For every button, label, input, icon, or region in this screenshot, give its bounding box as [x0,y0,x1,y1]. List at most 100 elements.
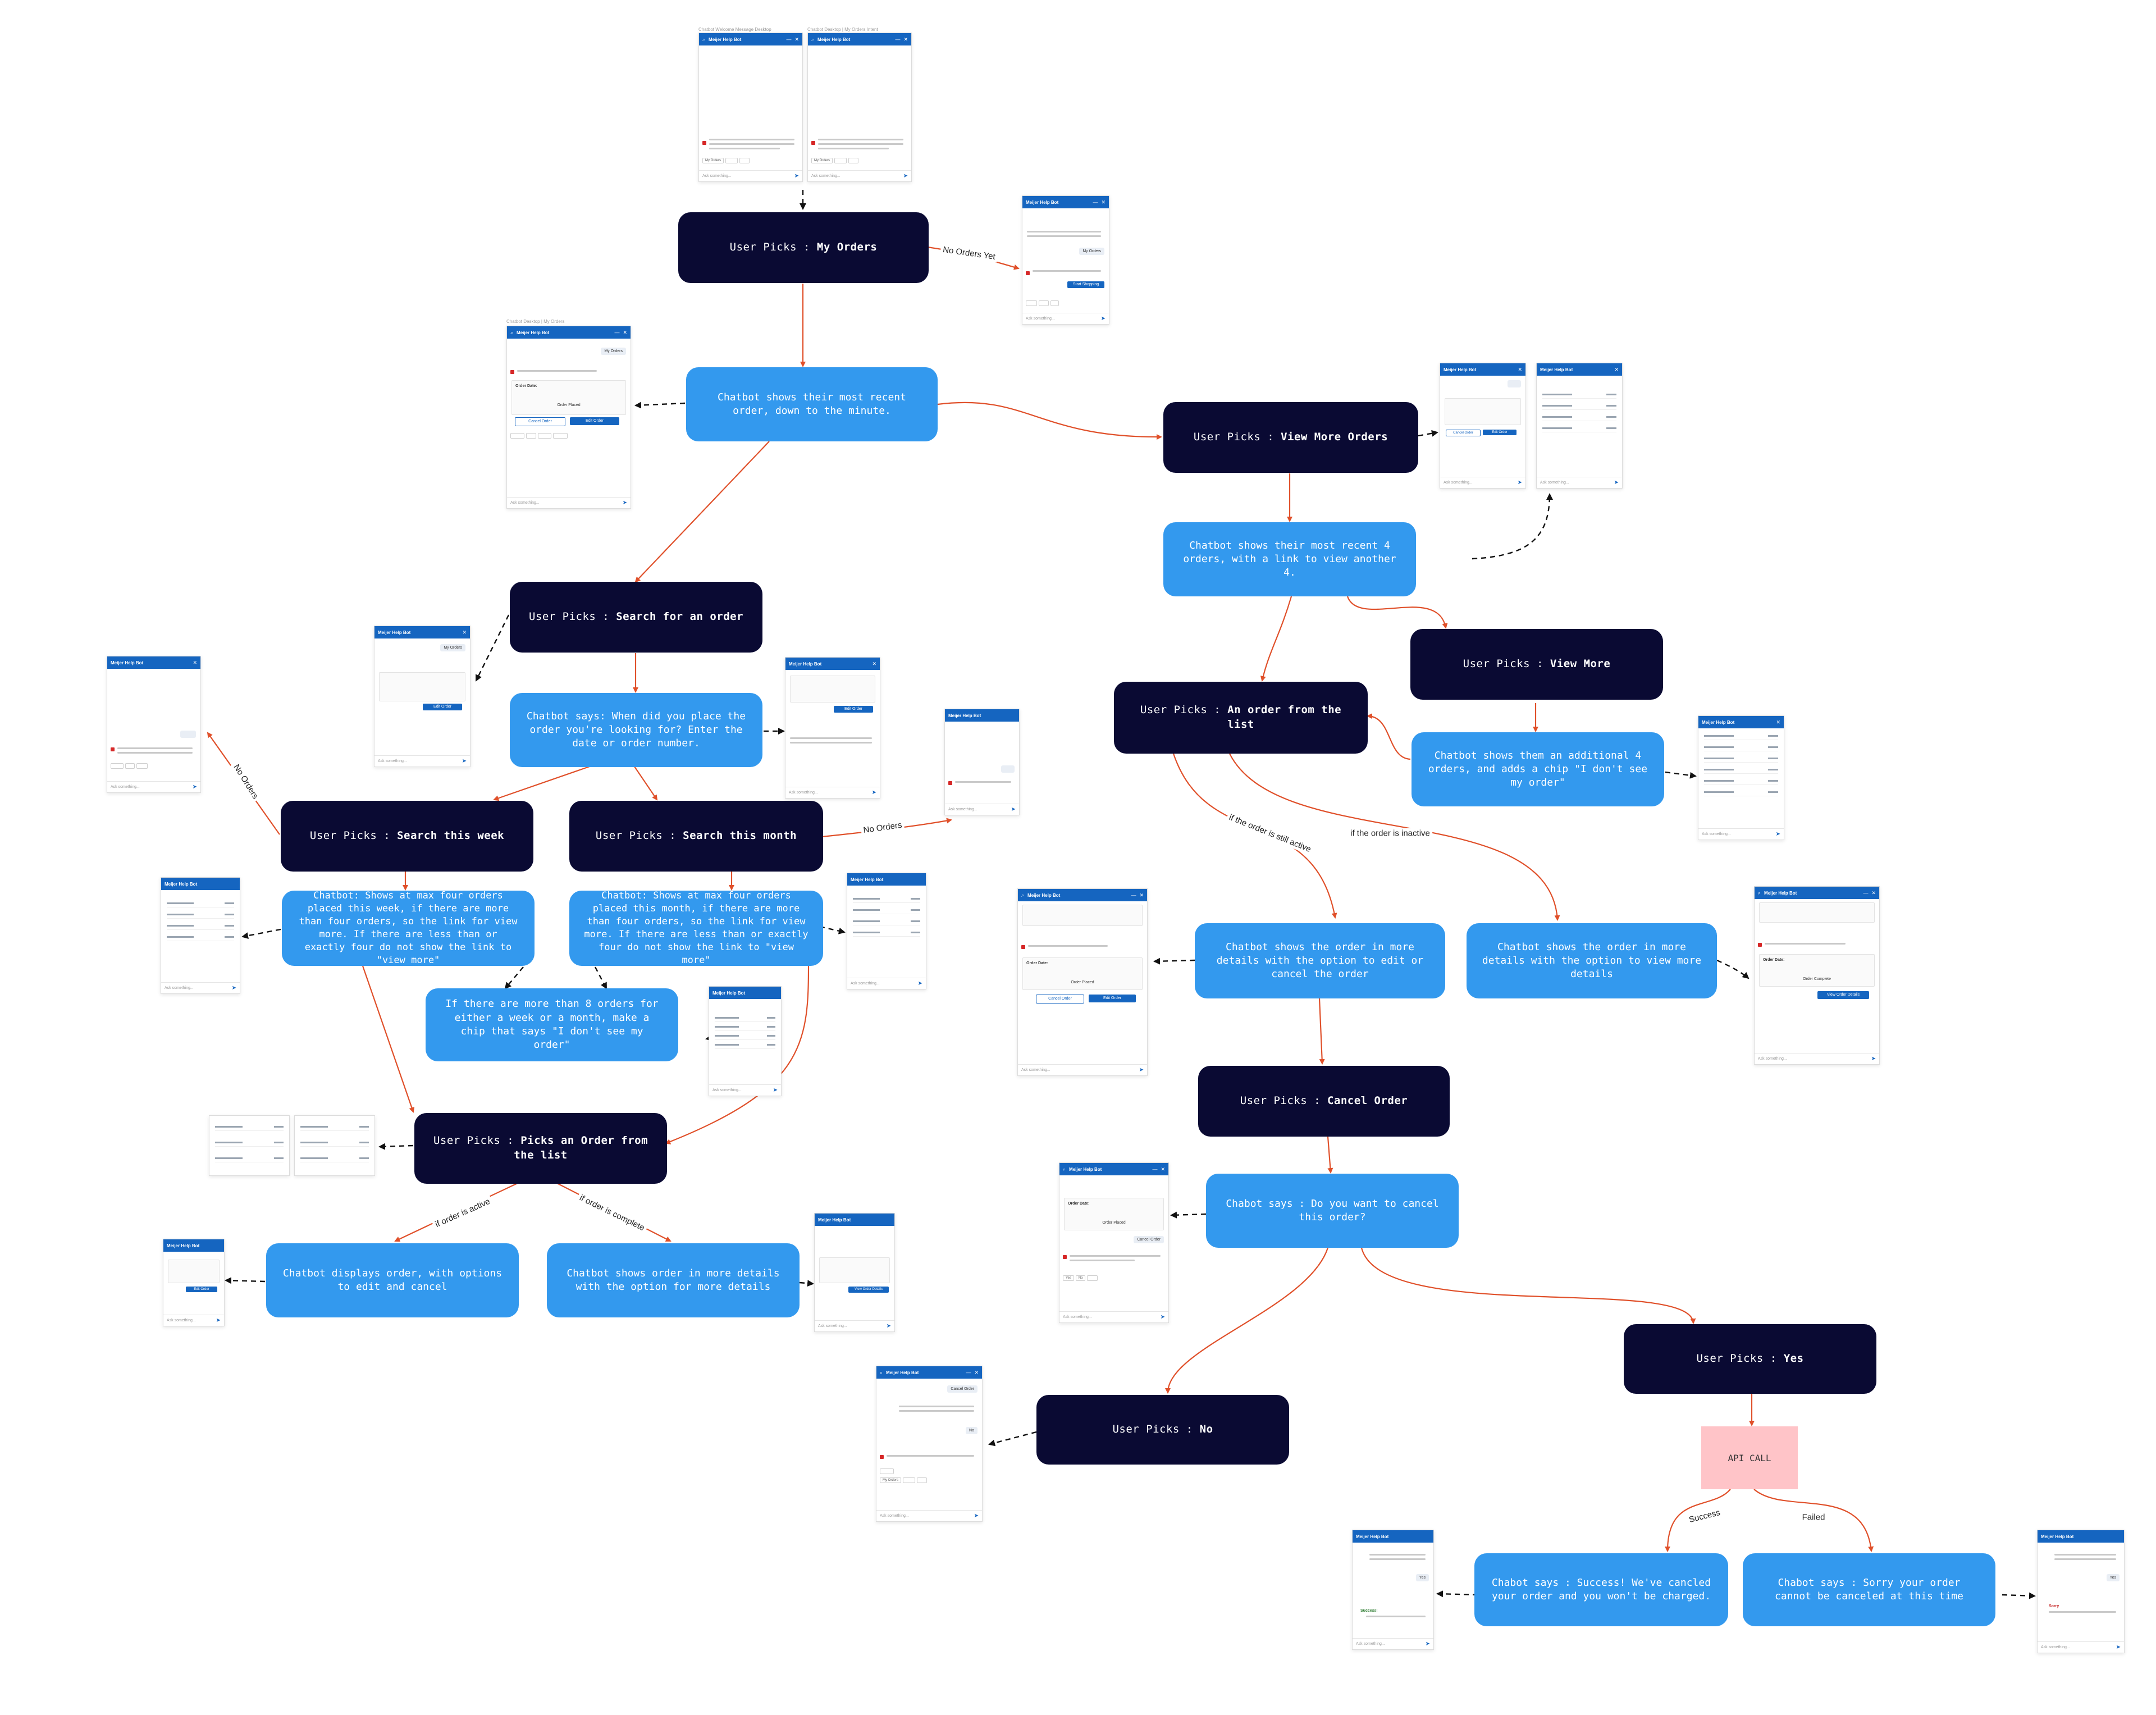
edge-active-cancel [1318,998,1325,1065]
mock-caption: Chatbot Desktop | My Orders Intent [807,27,878,32]
node-active-details: Chatbot shows the order in more details … [1195,923,1445,998]
node-picks-order-list: User Picks : Picks an Order from the lis… [414,1113,667,1184]
label-order-active: if order is active [431,1195,494,1231]
search-icon: ⌕ [811,36,815,42]
chat-mock-no-orders-month: Meijer Help Bot Ask something...➤ [944,709,1020,815]
close-icon: ✕ [794,36,799,42]
chat-mock-cancel-confirm: ⌕Meijer Help Bot—✕ Order Date: Order Pla… [1059,1162,1169,1323]
edge-recent-search [634,441,770,583]
node-failed-msg: Chabot says : Sorry your order cannot be… [1743,1553,1995,1626]
node-displays-order: Chatbot displays order, with options to … [266,1243,519,1317]
node-cancel-confirm: Chabot says : Do you want to cancel this… [1206,1174,1459,1248]
chat-mock-search: Meijer Help Bot✕ My Orders Edit Order As… [374,626,471,767]
node-additional-4: Chatbot shows them an additional 4 order… [1412,732,1664,806]
chat-mock-no-orders-week: Meijer Help Bot✕ Ask something...➤ [107,656,201,793]
node-search-month: User Picks : Search this month [569,801,823,872]
chat-mock-more-than-8: Meijer Help Bot Ask something...➤ [709,986,782,1096]
dash-inactive-mock [1716,959,1750,979]
chat-mock-my-orders: ⌕Meijer Help Bot—✕ My Orders Order Date:… [506,326,631,509]
node-recent-4: Chatbot shows their most recent 4 orders… [1163,522,1416,596]
edge-recent4-list [1260,596,1292,682]
label-success: Success [1685,1506,1724,1526]
dash-viewmore-mock [1418,430,1438,437]
close-icon: ✕ [903,36,908,42]
node-month-result: Chatbot: Shows at max four orders placed… [569,890,823,966]
dash-more8-from2 [594,966,607,989]
node-search-week: User Picks : Search this week [281,801,533,872]
node-yes: User Picks : Yes [1624,1324,1876,1394]
send-icon: ➤ [903,173,908,179]
chat-mock-additional-4: Meijer Help Bot✕ Ask something...➤ [1698,715,1784,840]
edge-list-active [1172,753,1337,919]
node-chatbot-when: Chatbot says: When did you place the ord… [510,693,762,767]
node-inactive-details: Chatbot shows the order in more details … [1467,923,1717,998]
node-my-orders: User Picks : My Orders [678,212,929,283]
dash-search-mock [475,614,510,682]
node-week-result: Chatbot: Shows at max four orders placed… [282,890,535,966]
dash-details-mock [799,1280,814,1287]
chat-mock-order-list-a [209,1115,290,1176]
edge-weekresult-picks [362,965,415,1113]
edge-recent4-viewmore [1346,596,1448,629]
chat-mock-success: Meijer Help Bot Yes Success! Ask somethi… [1352,1530,1434,1650]
label-no-orders-yet: No Orders Yet [940,244,998,263]
dash-failed-mock [2002,1592,2036,1599]
send-icon: ➤ [794,173,799,179]
chat-mock-inactive-details: ⌕Meijer Help Bot—✕ Order Date: Order Com… [1754,886,1880,1065]
label-no-orders-week: No Orders [230,760,262,803]
edge-confirm-no [1165,1247,1329,1394]
search-icon: ⌕ [702,36,706,42]
dash-week-mock [241,928,281,939]
minimize-icon: — [895,37,901,42]
edge-cancel-confirm [1327,1136,1333,1174]
label-order-complete: if order is complete [575,1191,648,1235]
node-no: User Picks : No [1036,1395,1289,1465]
chat-mock-month-results: Meijer Help Bot Ask something...➤ [847,873,926,989]
chat-mock-no: ⌕Meijer Help Bot—✕ Cancel Order No My Or… [876,1366,983,1522]
dash-displays-mock [225,1277,266,1284]
minimize-icon: — [786,37,792,42]
chat-mock-welcome-a: ⌕Meijer Help Bot—✕ My Orders Ask somethi… [698,33,803,182]
dash-recent4-mock [1472,493,1553,560]
dash-no-mock [988,1431,1037,1447]
node-api-call: API CALL [1701,1426,1798,1489]
dash-confirm-mock [1170,1211,1207,1219]
chat-mock-week-results: Meijer Help Bot Ask something...➤ [161,877,240,994]
node-view-more: User Picks : View More [1410,629,1663,700]
node-search-order: User Picks : Search for an order [510,582,762,653]
edge-chatbot-week [493,765,590,801]
node-order-details-left: Chatbot shows order in more details with… [547,1243,800,1317]
node-recent-order: Chatbot shows their most recent order, d… [686,367,938,441]
chat-mock-view-more-a: Meijer Help Bot✕ Cancel Order Edit Order… [1440,363,1526,489]
chat-mock-when: Meijer Help Bot✕ Edit Order Ask somethin… [785,657,880,799]
mock-caption: Chatbot Welcome Message Desktop [698,27,771,32]
edge-chatbot-month [634,766,658,801]
dash-picks-mock [378,1143,414,1150]
label-still-active: if the order is still active [1225,811,1315,856]
dash-month-mock [819,925,846,934]
edge-additional-list [1367,713,1411,760]
edge-recent-viewmore [937,402,1162,440]
node-success-msg: Chabot says : Success! We've cancled you… [1474,1553,1728,1626]
mock-caption: Chatbot Desktop | My Orders [506,319,565,324]
chat-mock-active-details: ⌕Meijer Help Bot—✕ Order Date: Order Pla… [1017,888,1148,1076]
dash-success-mock [1436,1590,1478,1598]
node-order-from-list-right: User Picks : An order from the list [1114,682,1368,754]
dash-additional-mock [1665,771,1697,779]
chat-mock-order-list-b [294,1115,375,1176]
chat-mock-details-left: Meijer Help Bot View Order Details Ask s… [814,1213,895,1332]
chat-mock-displays-order: Meijer Help Bot Edit Order Ask something… [163,1239,225,1326]
node-cancel-order: User Picks : Cancel Order [1198,1066,1450,1137]
dash-recent-mock [634,402,686,409]
label-no-orders-month: No Orders [860,819,905,836]
chat-mock-failed: Meijer Help Bot Yes Sorry Ask something.… [2037,1530,2125,1653]
dash-active-mock [1153,957,1195,965]
chat-mock-welcome-b: ⌕Meijer Help Bot—✕ My Orders Ask somethi… [807,33,912,182]
chat-mock-view-more-b: Meijer Help Bot✕ Ask something...➤ [1536,363,1623,489]
label-inactive: if the order is inactive [1348,828,1432,839]
edge-confirm-yes [1360,1247,1696,1324]
node-view-more-orders: User Picks : View More Orders [1163,402,1418,473]
label-failed: Failed [1799,1512,1828,1523]
chat-mock-no-orders-yet: Meijer Help Bot—✕ My Orders Start Shoppi… [1022,195,1109,325]
dash-more8-from [504,966,524,989]
